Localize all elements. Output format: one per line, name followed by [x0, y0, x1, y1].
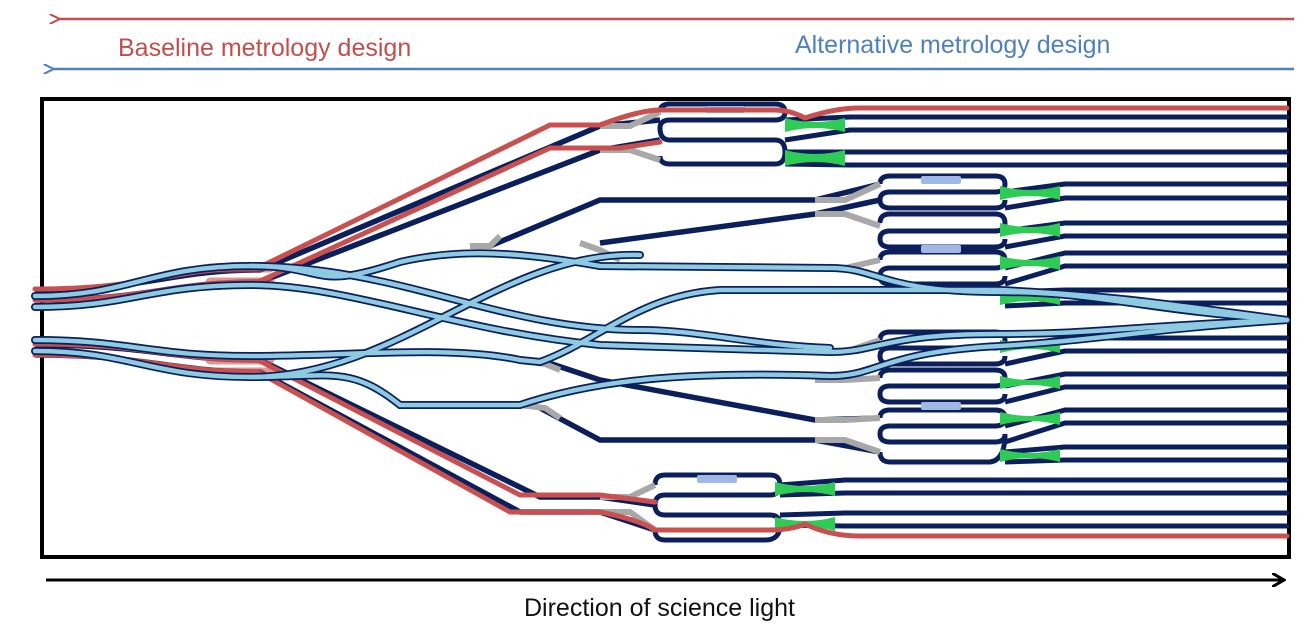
alternative-metrology-paths [31, 249, 1291, 409]
green-couplers [775, 118, 1060, 531]
baseline-metrology-label: Baseline metrology design [118, 34, 412, 62]
output-waveguides [842, 114, 1290, 529]
alternative-metrology-label: Alternative metrology design [795, 31, 1111, 59]
science-light-direction-label: Direction of science light [524, 594, 795, 622]
